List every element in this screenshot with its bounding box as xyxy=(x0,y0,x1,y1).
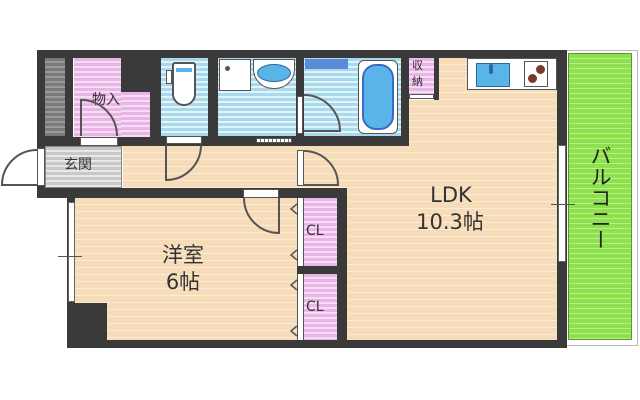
outer-wall-top xyxy=(37,50,567,58)
ldk-door-opening[interactable] xyxy=(297,150,304,186)
wall-bath-bottom xyxy=(296,136,409,146)
bath-door-opening[interactable] xyxy=(297,96,303,134)
ldk-floor-upper xyxy=(409,100,439,146)
wall-room-ldk xyxy=(337,188,347,348)
bathtub-basin xyxy=(362,64,394,130)
storage-small xyxy=(409,58,434,94)
western-room xyxy=(75,198,304,340)
bath-shower xyxy=(305,59,348,69)
ldk-door-swing xyxy=(303,150,340,186)
stove-burner-2 xyxy=(528,74,537,83)
ldk-window-mark xyxy=(551,204,575,205)
western-room-door-swing xyxy=(243,197,280,235)
western-room-size: 6帖 xyxy=(165,270,201,294)
stove-burner-1 xyxy=(536,65,545,74)
toilet-door-opening[interactable] xyxy=(166,136,202,144)
western-room-label: 洋室 xyxy=(162,243,204,267)
outer-wall-bottom xyxy=(67,340,567,348)
entrance-floor xyxy=(45,146,122,188)
hallway xyxy=(123,146,297,188)
storage-closet-ext xyxy=(121,92,150,137)
storage-door-swing xyxy=(80,98,118,137)
entrance-label: 玄関 xyxy=(64,157,92,173)
balcony xyxy=(568,53,632,340)
ldk-window[interactable] xyxy=(558,145,566,262)
wall-storage-small-right xyxy=(434,58,439,100)
ldk-floor-main xyxy=(347,146,557,340)
closet-2-label: CL xyxy=(306,299,324,315)
washbasin-bowl xyxy=(257,64,291,82)
closet-divider xyxy=(297,266,337,274)
wall-corner-pillar-2 xyxy=(67,303,107,348)
western-room-window[interactable] xyxy=(68,202,75,302)
outer-wall-left-upper xyxy=(37,50,45,196)
storage-small-door[interactable] xyxy=(409,94,434,99)
closet-folding-doors[interactable] xyxy=(289,198,299,340)
storage-small-label-1: 収 xyxy=(412,59,423,72)
front-door-frame xyxy=(37,148,45,186)
toilet-tank xyxy=(176,68,192,72)
wall-bath-right xyxy=(401,58,409,146)
storage-wall-right xyxy=(150,92,159,146)
balcony-outline xyxy=(566,50,638,346)
washing-machine-drain xyxy=(225,66,230,71)
toilet-paper xyxy=(166,70,172,84)
storage-small-label-2: 納 xyxy=(412,75,423,88)
front-door-swing[interactable] xyxy=(0,148,38,186)
ldk-label: LDK xyxy=(430,183,472,207)
washing-machine-pan xyxy=(219,59,251,91)
wall-hall-bottom xyxy=(37,188,347,198)
washroom-sliding-door[interactable] xyxy=(256,138,292,143)
toilet-door-swing xyxy=(165,144,202,182)
ldk-size: 10.3帖 xyxy=(416,210,484,234)
closet-1-label: CL xyxy=(306,223,324,239)
closet-1 xyxy=(304,198,337,266)
closet-2 xyxy=(304,274,337,340)
western-room-door-opening[interactable] xyxy=(243,189,279,198)
bath-door-swing xyxy=(303,94,342,132)
storage-wall-top-right xyxy=(121,58,159,92)
shoe-cabinet xyxy=(45,58,65,136)
western-room-window-mark xyxy=(58,256,82,257)
wall-toilet-bottom xyxy=(159,136,297,146)
storage-door-opening[interactable] xyxy=(80,137,118,146)
kitchen-faucet xyxy=(489,64,493,74)
toilet-wall-left xyxy=(159,58,161,138)
kitchen-stove xyxy=(524,61,548,87)
balcony-label: バルコニー xyxy=(588,145,612,250)
kitchen-sink xyxy=(476,63,510,87)
wall-toilet-right xyxy=(208,58,218,146)
